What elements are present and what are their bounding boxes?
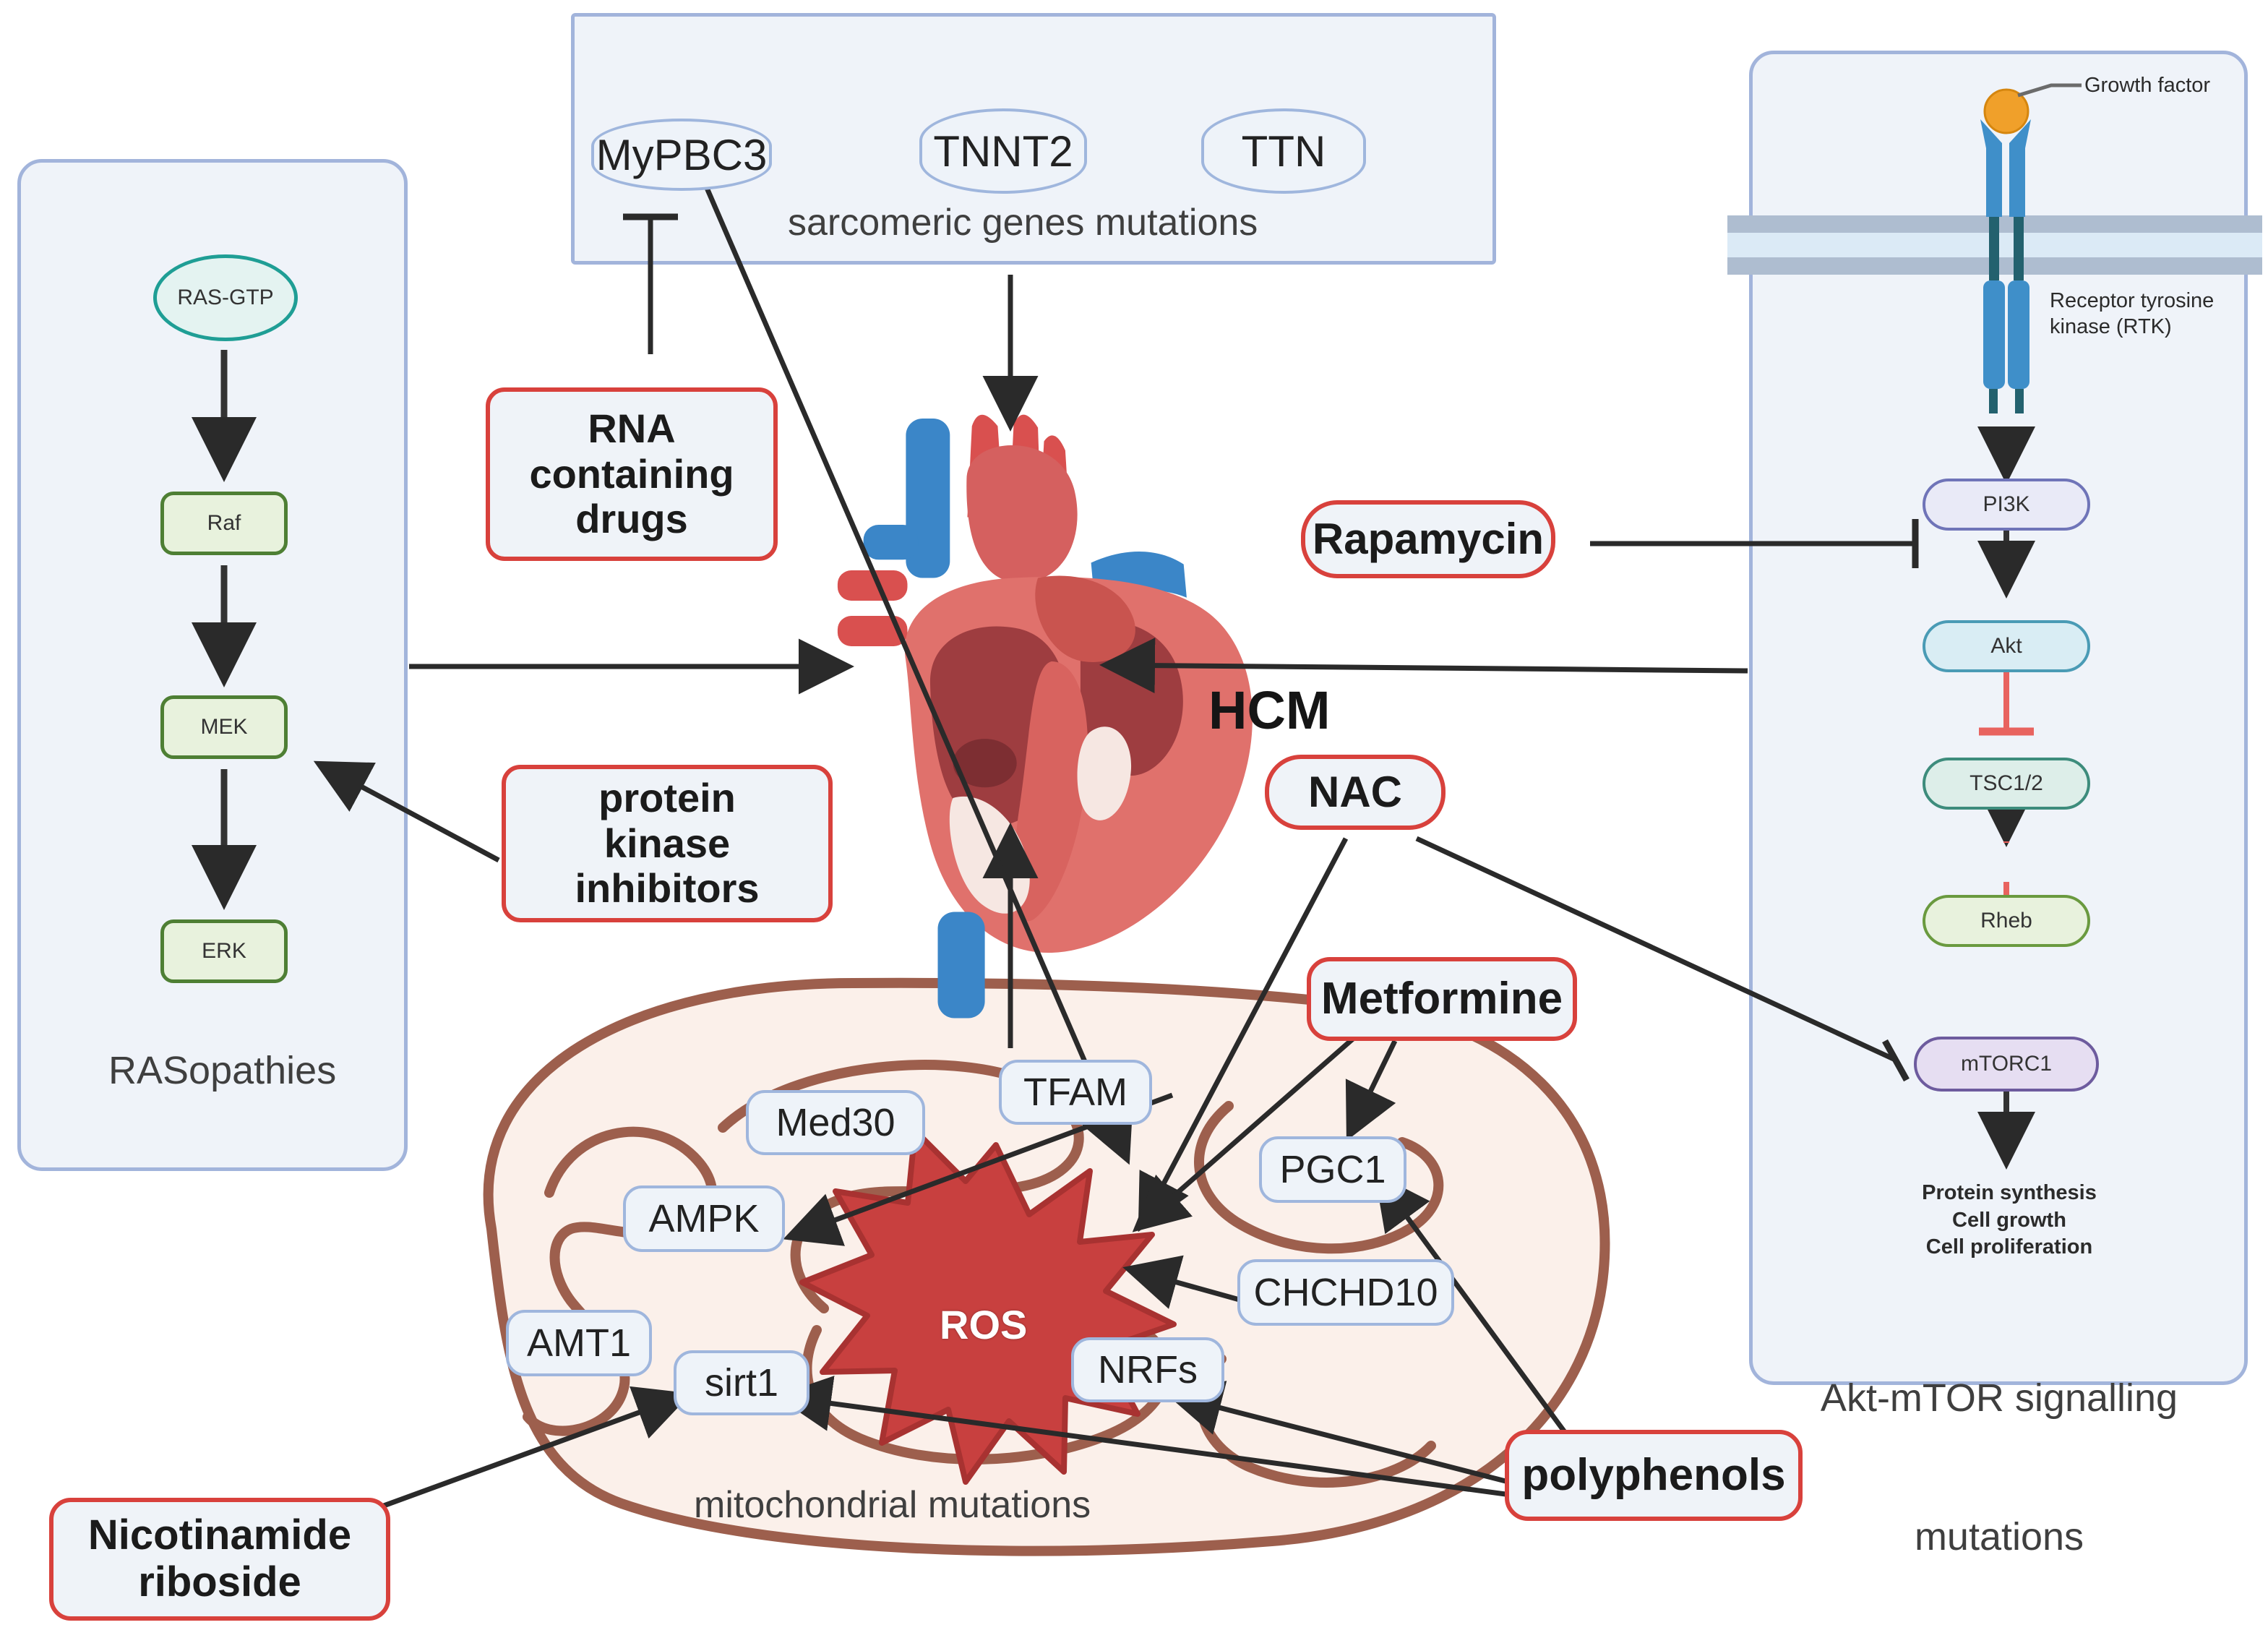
node-nrfs[interactable]: NRFs [1071,1337,1224,1402]
node-label: sirt1 [704,1360,778,1405]
node-med30[interactable]: Med30 [746,1090,925,1155]
caption-akt-mtor: Akt-mTOR signalling mutations [1768,1284,2230,1638]
growth-factor-label: Growth factor [2084,74,2211,97]
gene-tnnt2[interactable]: TNNT2 [919,108,1087,194]
drug-metformine[interactable]: Metformine [1307,957,1577,1041]
caption-mitochondrial: mitochondrial mutations [694,1484,1091,1526]
drug-label: protein kinase inhibitors [575,774,760,912]
node-sirt1[interactable]: sirt1 [674,1350,809,1415]
drug-label: RNA containing drugs [529,405,734,542]
node-raf[interactable]: Raf [160,492,288,555]
node-pi3k[interactable]: PI3K [1923,479,2090,531]
outcome-cell-growth: Cell growth [1952,1208,2066,1232]
node-label: NRFs [1098,1347,1198,1392]
caption-rasopathies: RASopathies [108,1049,337,1092]
node-akt[interactable]: Akt [1923,620,2090,672]
outcome-cell-proliferation: Cell proliferation [1925,1235,2093,1259]
ros-label: ROS [940,1302,1028,1347]
mtor-outcomes: Protein synthesis Cell growth Cell proli… [1865,1180,2154,1261]
node-label: mTORC1 [1960,1052,2053,1076]
outcome-protein-synthesis: Protein synthesis [1922,1181,2097,1204]
drug-label: Metformine [1320,974,1563,1024]
caption-akt-mtor-line1: Akt-mTOR signalling [1820,1376,2178,1420]
drug-polyphenols[interactable]: polyphenols [1505,1430,1803,1521]
node-erk[interactable]: ERK [160,919,288,983]
node-label: RAS-GTP [177,286,274,310]
drug-rna-containing-drugs[interactable]: RNA containing drugs [486,387,778,561]
node-label: MyPBC3 [596,130,768,179]
node-label: CHCHD10 [1253,1270,1438,1314]
drug-label: polyphenols [1521,1450,1786,1501]
drug-nac[interactable]: NAC [1265,755,1446,830]
node-pgc1[interactable]: PGC1 [1259,1136,1406,1203]
node-tfam[interactable]: TFAM [999,1060,1152,1125]
node-label: Akt [1990,634,2022,659]
node-label: TSC1/2 [1970,771,2043,796]
caption-sarcomeric: sarcomeric genes mutations [788,202,1258,244]
node-mek[interactable]: MEK [160,695,288,759]
drug-label: Rapamycin [1312,515,1545,564]
node-ras-gtp[interactable]: RAS-GTP [153,254,298,341]
hcm-label: HCM [1208,680,1331,740]
node-label: MEK [200,715,248,739]
drug-label: NAC [1308,768,1402,817]
node-label: ERK [202,939,246,964]
drug-label: Nicotinamide riboside [87,1511,352,1605]
caption-akt-mtor-line2: mutations [1914,1514,2084,1558]
node-mtorc1[interactable]: mTORC1 [1914,1037,2099,1092]
node-label: Med30 [776,1100,895,1144]
node-rheb[interactable]: Rheb [1923,895,2090,947]
drug-protein-kinase-inhibitors[interactable]: protein kinase inhibitors [502,765,833,922]
node-label: PI3K [1983,492,2030,517]
gene-ttn[interactable]: TTN [1201,108,1366,194]
node-label: TFAM [1023,1070,1127,1114]
node-label: Rheb [1980,909,2032,933]
rtk-label-line2: kinase (RTK) [2050,315,2172,339]
node-label: TNNT2 [933,127,1073,176]
node-label: AMT1 [526,1321,632,1365]
rtk-label: Receptor tyrosine kinase (RTK) [2050,288,2214,340]
gene-mypbc3[interactable]: MyPBC3 [591,119,772,191]
drug-nicotinamide-riboside[interactable]: Nicotinamide riboside [49,1498,390,1621]
node-label: AMPK [648,1196,760,1240]
node-chchd10[interactable]: CHCHD10 [1237,1259,1454,1326]
rtk-label-line1: Receptor tyrosine [2050,289,2215,312]
node-amt1[interactable]: AMT1 [506,1310,652,1376]
node-label: PGC1 [1279,1147,1386,1191]
node-label: Raf [207,511,241,536]
node-tsc12[interactable]: TSC1/2 [1923,758,2090,810]
drug-rapamycin[interactable]: Rapamycin [1301,500,1555,578]
node-ampk[interactable]: AMPK [623,1185,785,1252]
node-label: TTN [1241,127,1326,176]
